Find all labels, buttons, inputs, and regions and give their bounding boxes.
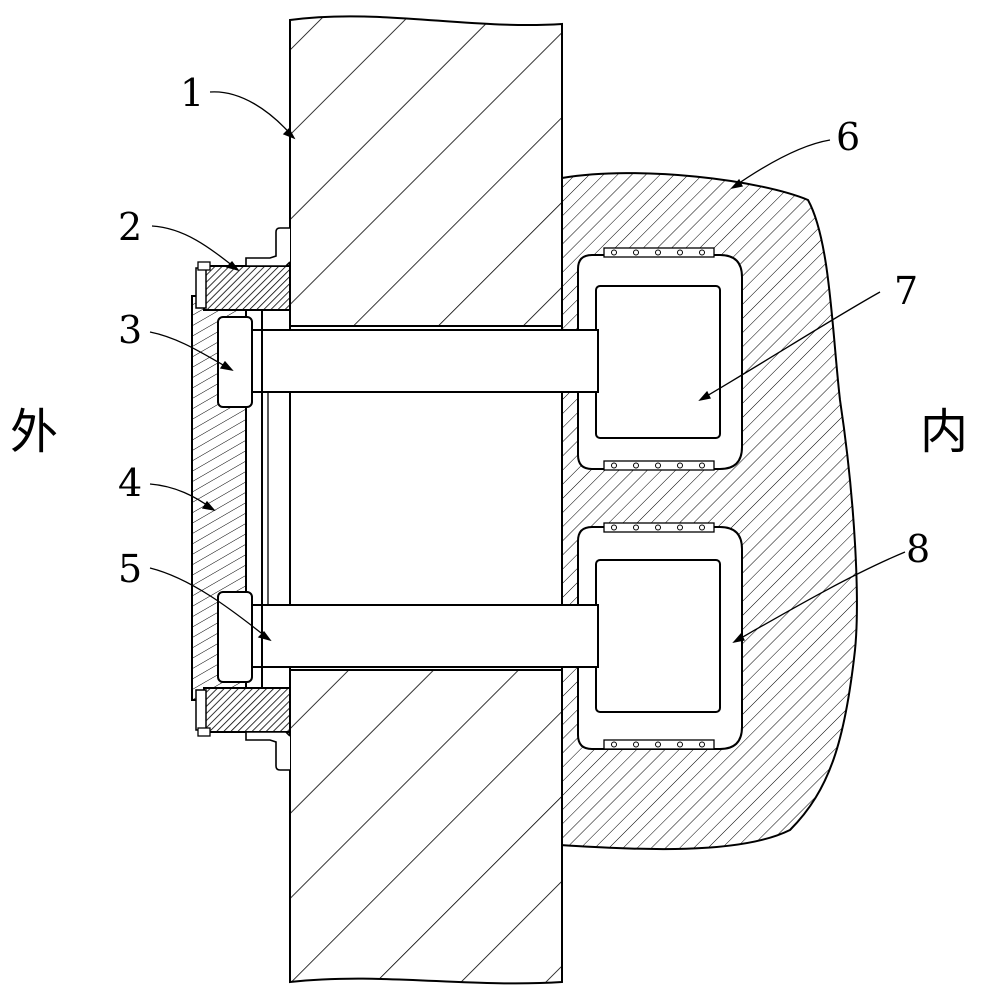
leader-lines	[149, 91, 906, 644]
label-part-1: 1	[180, 71, 204, 115]
label-part-4: 4	[118, 461, 142, 505]
label-part-5: 5	[118, 547, 142, 591]
label-inside: 内	[920, 404, 968, 460]
block-part-8	[595, 522, 721, 750]
label-part-7: 7	[894, 269, 918, 313]
label-part-8: 8	[906, 527, 930, 571]
sleeve	[261, 306, 269, 690]
label-outside: 外	[10, 404, 58, 460]
wall-clips	[245, 227, 291, 771]
rod-head-part-3	[217, 316, 253, 408]
rod-part-5	[251, 604, 599, 668]
rod-head-part-5	[217, 591, 253, 683]
label-part-2: 2	[118, 205, 142, 249]
flange-part-2	[195, 261, 291, 737]
label-part-3: 3	[118, 308, 142, 352]
label-part-6: 6	[836, 115, 860, 159]
wall-part-1	[289, 15, 563, 985]
block-part-7	[595, 247, 721, 471]
rod-part-3	[251, 329, 599, 393]
